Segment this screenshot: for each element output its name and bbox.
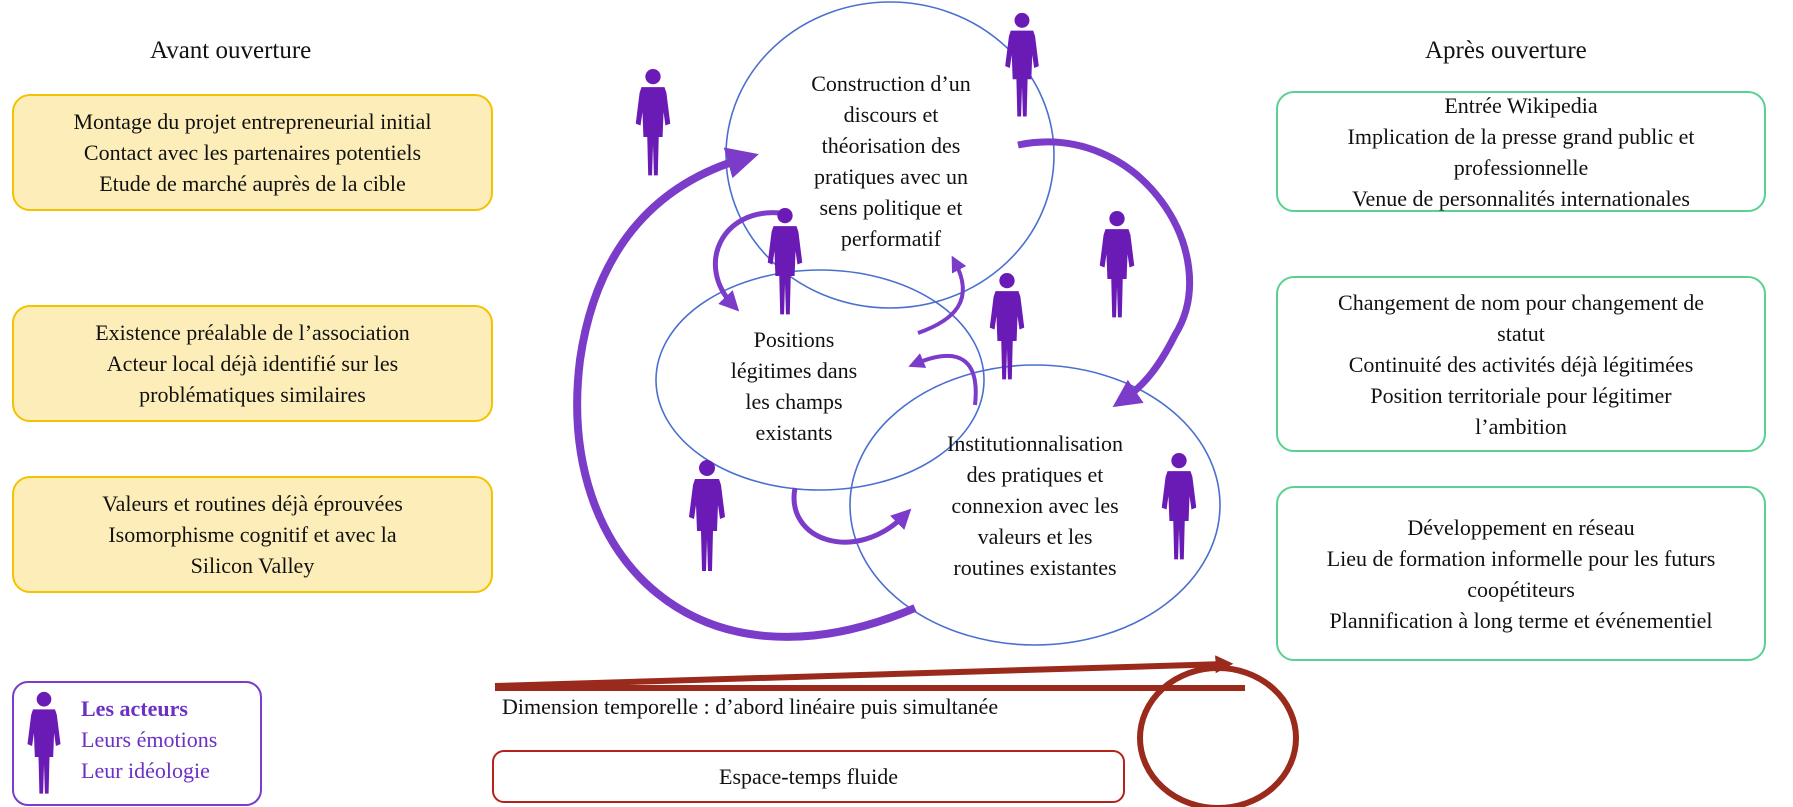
left-box-2-line-2: Acteur local déjà identifié sur les	[106, 351, 399, 376]
legend-title: Les acteurs	[81, 696, 188, 721]
right-box-2-line-3: Continuité des activités déjà légitimées	[1348, 351, 1694, 377]
institution-line-1: Institutionnalisation	[947, 431, 1123, 456]
left-box-3-line-1: Valeurs et routines déjà éprouvées	[102, 491, 403, 516]
small-arrow-3	[908, 353, 978, 406]
construction-line-3: théorisation des	[821, 133, 961, 158]
institution-line-2: des pratiques et	[966, 462, 1104, 487]
construction-line-1: Construction d’un	[811, 71, 971, 96]
institution-line-4: valeurs et les	[977, 524, 1093, 549]
big-arrow-left	[573, 147, 917, 641]
right-box-3-line-1: Développement en réseau	[1407, 514, 1635, 540]
circle-institutionnalisation	[849, 364, 1221, 646]
timeline-arrow	[494, 655, 1234, 689]
left-box-1-line-1: Montage du projet entrepreneurial initia…	[73, 109, 432, 134]
construction-line-5: sens politique et	[819, 195, 963, 220]
big-arrow-right	[1017, 138, 1194, 408]
positions-line-2: légitimes dans	[730, 358, 858, 383]
person-icon	[1161, 452, 1197, 560]
left-box-2-line-1: Existence préalable de l’association	[95, 320, 410, 345]
space-time-label: Espace-temps fluide	[719, 764, 898, 789]
small-arrow-4	[791, 487, 912, 545]
legend-text: Les acteurs Leurs émotions Leur idéologi…	[81, 693, 217, 786]
person-icon	[1005, 12, 1039, 117]
person-icon	[635, 68, 671, 176]
left-box-1: Montage du projet entrepreneurial initia…	[12, 94, 493, 211]
timeline-label: Dimension temporelle : d’abord linéaire …	[502, 694, 999, 719]
right-box-2-line-1: Changement de nom pour changement de	[1338, 289, 1704, 315]
right-box-3: Développement en réseau Lieu de formatio…	[1276, 486, 1766, 661]
small-arrow-2	[917, 255, 967, 335]
construction-line-6: performatif	[840, 226, 942, 251]
circle-construction-text: Construction d’un discours et théorisati…	[783, 68, 999, 254]
right-box-3-line-3: coopétiteurs	[1467, 576, 1575, 602]
space-time-box: Espace-temps fluide	[492, 750, 1125, 803]
legend-box: Les acteurs Leurs émotions Leur idéologi…	[12, 681, 262, 806]
person-icon	[1099, 210, 1135, 318]
person-icon	[989, 272, 1025, 380]
right-box-2-line-2: statut	[1497, 320, 1545, 346]
right-box-1-line-4: Venue de personnalités internationales	[1352, 185, 1690, 211]
left-box-3: Valeurs et routines déjà éprouvées Isomo…	[12, 476, 493, 593]
left-box-3-line-2: Isomorphisme cognitif et avec la	[108, 522, 397, 547]
construction-line-2: discours et	[843, 102, 939, 127]
person-icon	[689, 460, 725, 571]
left-box-1-line-2: Contact avec les partenaires potentiels	[83, 140, 422, 165]
circle-institutionnalisation-text: Institutionnalisation des pratiques et c…	[915, 428, 1155, 583]
right-box-2-line-4: Position territoriale pour légitimer	[1370, 382, 1672, 408]
left-box-2: Existence préalable de l’association Act…	[12, 305, 493, 422]
right-box-3-line-4: Plannification à long terme et événement…	[1329, 607, 1713, 633]
right-box-1-line-1: Entrée Wikipedia	[1444, 92, 1598, 118]
positions-line-4: existants	[755, 420, 833, 445]
right-box-1-line-3: professionnelle	[1453, 154, 1589, 180]
left-box-1-line-3: Etude de marché auprès de la cible	[99, 171, 406, 196]
left-box-3-line-3: Silicon Valley	[190, 553, 315, 578]
right-box-1: Entrée Wikipedia Implication de la press…	[1276, 91, 1766, 212]
positions-line-1: Positions	[753, 327, 835, 352]
right-box-2-line-5: l’ambition	[1475, 413, 1567, 439]
heading-avant-ouverture: Avant ouverture	[150, 37, 312, 64]
legend-line-2: Leur idéologie	[81, 758, 210, 783]
circle-positions-text: Positions légitimes dans les champs exis…	[710, 324, 878, 448]
right-box-2: Changement de nom pour changement de sta…	[1276, 276, 1766, 452]
construction-line-4: pratiques avec un	[814, 164, 968, 189]
right-box-1-line-2: Implication de la presse grand public et	[1347, 123, 1695, 149]
heading-apres-ouverture: Après ouverture	[1425, 37, 1587, 64]
left-box-2-line-3: problématiques similaires	[139, 382, 366, 407]
legend-line-1: Leurs émotions	[81, 727, 218, 752]
small-arrow-1	[713, 210, 781, 312]
institution-line-3: connexion avec les	[951, 493, 1119, 518]
institution-line-5: routines existantes	[953, 555, 1117, 580]
right-box-3-line-2: Lieu de formation informelle pour les fu…	[1326, 545, 1716, 571]
circle-positions	[655, 269, 985, 491]
positions-line-3: les champs	[745, 389, 843, 414]
timeline-loop	[1137, 665, 1299, 807]
person-icon	[27, 691, 61, 794]
